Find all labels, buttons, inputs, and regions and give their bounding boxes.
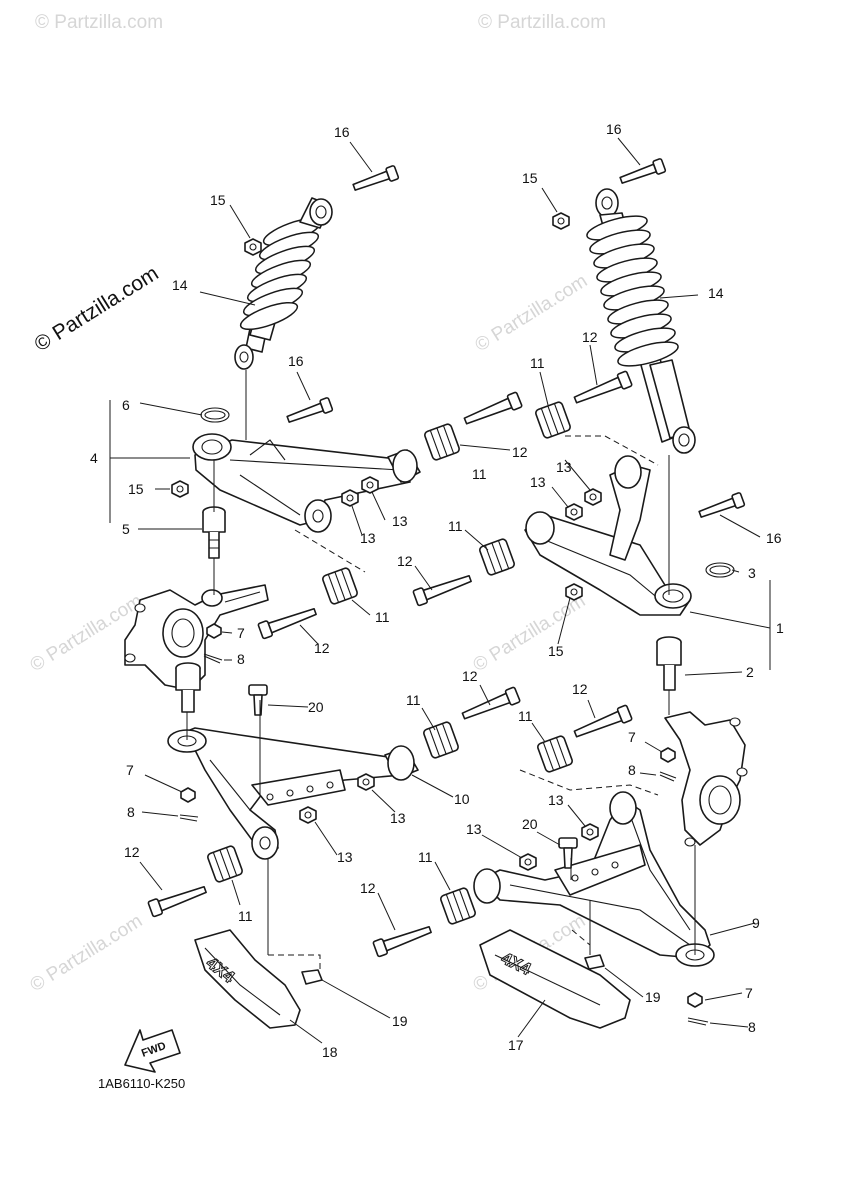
callout-12: 12: [360, 880, 376, 896]
callout-12: 12: [572, 681, 588, 697]
callout-15: 15: [522, 170, 538, 186]
watermark-text: © Partzilla.com: [27, 911, 147, 997]
callout-17: 17: [508, 1037, 524, 1053]
snap-ring-inner: [709, 565, 731, 575]
watermark-text: © Partzilla.com: [472, 271, 592, 357]
diagram-reference-code: 1AB6110-K250: [98, 1076, 185, 1091]
callout-2: 2: [746, 664, 754, 680]
callout-3: 3: [748, 565, 756, 581]
callout-19: 19: [392, 1013, 408, 1029]
callout-12: 12: [124, 844, 140, 860]
snap-ring-inner: [204, 410, 226, 420]
callout-7: 7: [237, 625, 245, 641]
callout-13: 13: [556, 459, 572, 475]
callout-12: 12: [397, 553, 413, 569]
callout-8: 8: [127, 804, 135, 820]
ball-joint-right-upper: [656, 636, 682, 691]
callout-1: 1: [776, 620, 784, 636]
skid-plate-right: 4X4: [479, 929, 631, 1029]
callout-14: 14: [708, 285, 724, 301]
callout-11: 11: [418, 849, 433, 865]
callout-7: 7: [745, 985, 753, 1001]
callout-18: 18: [322, 1044, 338, 1060]
callout-6: 6: [122, 397, 130, 413]
callout-11: 11: [472, 466, 487, 482]
callout-12: 12: [462, 668, 478, 684]
upper-arm-right: [524, 455, 692, 616]
callout-12: 12: [314, 640, 330, 656]
callout-16: 16: [334, 124, 350, 140]
callout-13: 13: [390, 810, 406, 826]
shock-absorber-left: [234, 197, 333, 370]
callout-16: 16: [766, 530, 782, 546]
leader-lines: [110, 137, 771, 1044]
callout-13: 13: [360, 530, 376, 546]
callout-11: 11: [375, 609, 390, 625]
callout-15: 15: [128, 481, 144, 497]
callout-16: 16: [288, 353, 304, 369]
clip-set: [301, 954, 605, 985]
callout-13: 13: [548, 792, 564, 808]
callout-8: 8: [748, 1019, 756, 1035]
nut-set: [171, 212, 703, 1008]
watermark-text: © Partzilla.com: [35, 12, 163, 33]
watermark-text: © Partzilla.com: [478, 12, 606, 33]
callout-12: 12: [582, 329, 598, 345]
callout-5: 5: [122, 521, 130, 537]
callout-13: 13: [337, 849, 353, 865]
forward-direction-arrow: FWD: [124, 1029, 181, 1073]
callout-11: 11: [518, 708, 533, 724]
callout-13: 13: [530, 474, 546, 490]
callout-14: 14: [172, 277, 188, 293]
callout-8: 8: [237, 651, 245, 667]
ball-joint-left-lower: [175, 662, 201, 713]
callout-15: 15: [548, 643, 564, 659]
snap-ring: [705, 562, 735, 578]
callout-9: 9: [752, 915, 760, 931]
callout-11: 11: [530, 355, 545, 371]
callout-20: 20: [308, 699, 324, 715]
cotter-pin-set: [179, 653, 709, 1026]
steering-knuckle-left: [124, 584, 269, 691]
upper-arm-left: [192, 433, 421, 533]
callout-13: 13: [466, 821, 482, 837]
callout-7: 7: [126, 762, 134, 778]
callout-11: 11: [406, 692, 421, 708]
callout-7: 7: [628, 729, 636, 745]
callout-11: 11: [448, 518, 463, 534]
lower-arm-right: [473, 791, 715, 967]
lower-arm-left: [167, 727, 419, 860]
bolt-set: [147, 158, 746, 958]
callout-19: 19: [645, 989, 661, 1005]
watermark-main: © Partzilla.com: [30, 262, 162, 356]
watermark-text: © Partzilla.com: [470, 591, 590, 677]
callout-12: 12: [512, 444, 528, 460]
callout-15: 15: [210, 192, 226, 208]
callout-4: 4: [90, 450, 98, 466]
callout-13: 13: [392, 513, 408, 529]
callout-labels: 16 16 15 15 14 14 16 12 11 6 4 15 5 12 1…: [90, 121, 784, 1060]
callout-8: 8: [628, 762, 636, 778]
shock-absorber-right: [586, 188, 696, 454]
callout-16: 16: [606, 121, 622, 137]
steering-knuckle-right: [664, 711, 748, 847]
callout-20: 20: [522, 816, 538, 832]
callout-11: 11: [238, 908, 253, 924]
bushing-set: [207, 401, 573, 925]
assembly-lines: [109, 370, 771, 970]
callout-10: 10: [454, 791, 470, 807]
skid-plate-left: 4X4: [194, 929, 301, 1029]
ball-joint-left-upper: [202, 506, 226, 559]
